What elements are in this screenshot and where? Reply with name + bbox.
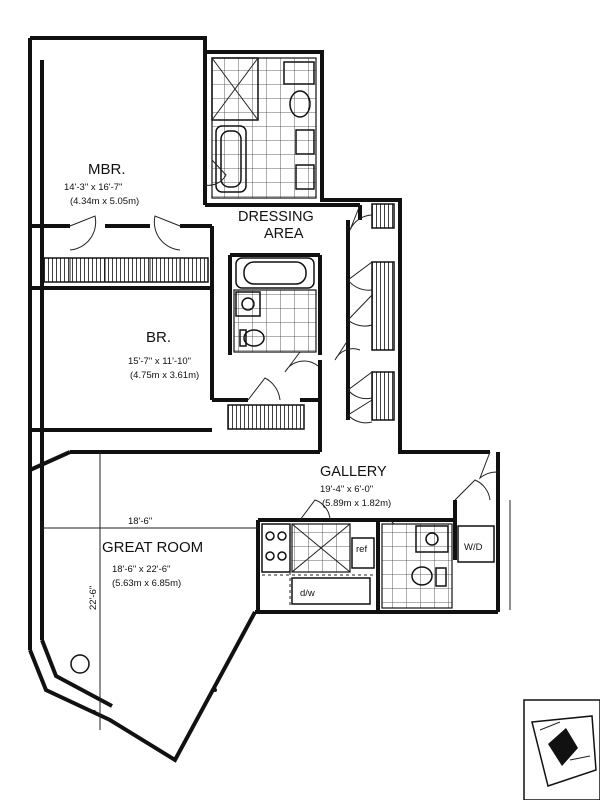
fixture-wd: W/D: [464, 542, 483, 553]
br-bath: [233, 257, 317, 353]
master-bath: [211, 57, 317, 199]
mbr-dim-metric: (4.34m x 5.05m): [70, 196, 139, 207]
great-room-dim-imperial: 18'-6" x 22'-6": [112, 564, 170, 575]
mbr-dim-imperial: 14'-3" x 16'-7": [64, 182, 122, 193]
room-label-dressing: DRESSING: [238, 209, 314, 225]
fixture-ref: ref: [356, 544, 367, 555]
fixture-dw: d/w: [300, 588, 315, 599]
door-swings: [69, 159, 499, 551]
room-label-great-room: GREAT ROOM: [102, 539, 203, 556]
dimension-width: 18'-6": [128, 516, 152, 527]
interior-walls: [29, 52, 457, 612]
closets: [43, 203, 395, 430]
kitchen: [261, 523, 375, 608]
room-label-br: BR.: [146, 329, 171, 346]
key-plan: [523, 699, 600, 800]
room-label-dressing-area: AREA: [264, 226, 304, 242]
br-dim-metric: (4.75m x 3.61m): [130, 370, 199, 381]
great-room-details: [42, 452, 258, 730]
powder-laundry: [381, 523, 495, 609]
great-room-dim-metric: (5.63m x 6.85m): [112, 578, 181, 589]
dimension-height: 22'-6": [88, 586, 99, 610]
room-label-gallery: GALLERY: [320, 464, 387, 480]
gallery-dim-imperial: 19'-4" x 6'-0": [320, 484, 373, 495]
br-dim-imperial: 15'-7" x 11'-10": [128, 356, 191, 367]
room-label-mbr: MBR.: [88, 161, 126, 178]
gallery-dim-metric: (5.89m x 1.82m): [322, 498, 391, 509]
